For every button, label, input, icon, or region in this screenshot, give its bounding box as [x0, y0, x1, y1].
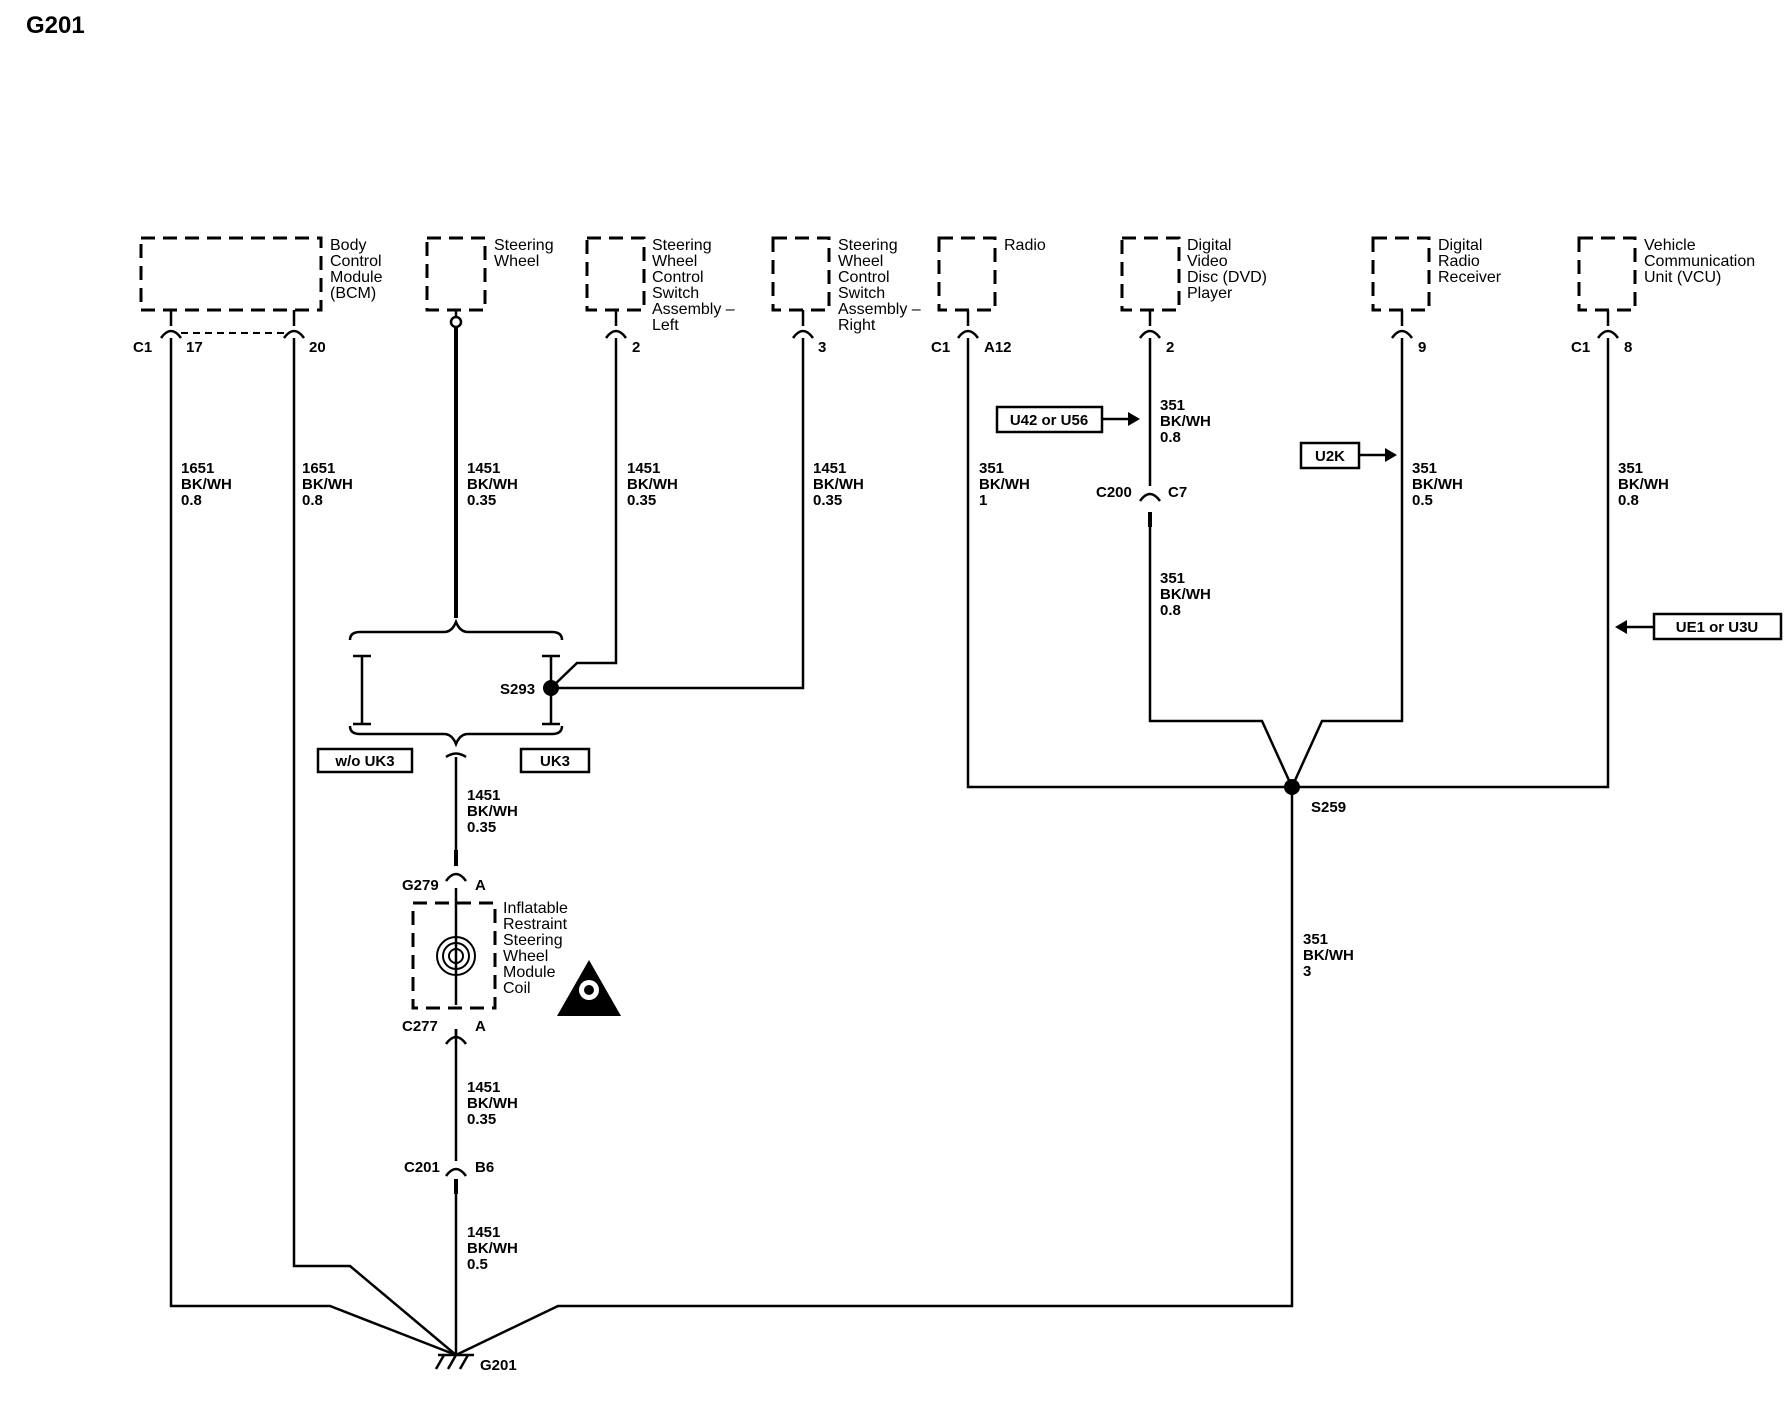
- c201-label: C201: [404, 1159, 440, 1176]
- s293-splice: [543, 680, 559, 696]
- coil-spiral-icon: [436, 936, 476, 976]
- g279-label: G279: [402, 877, 439, 894]
- coil-box: [411, 901, 497, 1010]
- drr-label: Digital Radio Receiver: [1438, 237, 1502, 286]
- swc-right-pin: 3: [818, 339, 826, 356]
- wire-label-swc-left: 1451 BK/WH 0.35: [627, 460, 682, 509]
- wire-label-bcm20: 1651 BK/WH 0.8: [302, 460, 357, 509]
- bcm-c1-label: C1: [133, 339, 152, 356]
- uk3-option-box: [519, 747, 591, 774]
- radio-label: Radio: [1004, 237, 1046, 254]
- ue1-option-label: UE1 or U3U: [1676, 619, 1759, 636]
- u2k-option-label: U2K: [1315, 448, 1345, 465]
- vcu-label: Vehicle Communication Unit (VCU): [1644, 237, 1760, 286]
- pin-connectors: [159, 310, 1620, 339]
- u42-option-label: U42 or U56: [1010, 412, 1088, 429]
- dvd-box: [1120, 236, 1181, 312]
- swc-right-box: [771, 236, 831, 312]
- dvd-pin: 2: [1166, 339, 1174, 356]
- radio-box: [937, 236, 997, 312]
- u2k-arrow-head: [1385, 448, 1397, 462]
- wire-label-coil-out: 1451 BK/WH 0.35: [467, 1079, 522, 1128]
- c277-label: C277: [402, 1018, 438, 1035]
- wire-label-bcm17: 1651 BK/WH 0.8: [181, 460, 236, 509]
- ground-label: G201: [480, 1357, 517, 1374]
- coil-label: Inflatable Restraint Steering Wheel Modu…: [503, 900, 572, 997]
- swc-left-box: [585, 236, 646, 312]
- page-title: G201: [26, 12, 85, 39]
- radio-pin-a12: A12: [984, 339, 1012, 356]
- wire-label-c201-out: 1451 BK/WH 0.5: [467, 1224, 522, 1273]
- s259-label: S259: [1311, 799, 1346, 816]
- wire-label-drr: 351 BK/WH 0.5: [1412, 460, 1467, 509]
- u42-arrow-head: [1128, 412, 1140, 426]
- bcm-box: [139, 236, 323, 312]
- wo-uk3-option-label: w/o UK3: [334, 753, 394, 770]
- vcu-pin-8: 8: [1624, 339, 1632, 356]
- bcm-pin-20: 20: [309, 339, 326, 356]
- wire-label-radio: 351 BK/WH 1: [979, 460, 1034, 509]
- swc-left-label: Steering Wheel Control Switch Assembly –…: [652, 237, 739, 334]
- wire-label-swc-right: 1451 BK/WH 0.35: [813, 460, 868, 509]
- airbag-warning-icon: [557, 960, 621, 1016]
- u2k-option-box: [1299, 441, 1361, 470]
- c200-label: C200: [1096, 484, 1132, 501]
- wire-label-vcu: 351 BK/WH 0.8: [1618, 460, 1673, 509]
- drr-pin: 9: [1418, 339, 1426, 356]
- swc-right-label: Steering Wheel Control Switch Assembly –…: [838, 237, 925, 334]
- g279-pin: A: [475, 877, 486, 894]
- wire-label-s259-out: 351 BK/WH 3: [1303, 931, 1358, 980]
- wire-label-dvd-top: 351 BK/WH 0.8: [1160, 397, 1215, 446]
- wires: [169, 327, 1610, 1357]
- c277-pin: A: [475, 1018, 486, 1035]
- wo-uk3-option-box: [316, 747, 414, 774]
- c7-label: C7: [1168, 484, 1187, 501]
- s293-label: S293: [500, 681, 535, 698]
- drr-box: [1371, 236, 1431, 312]
- swc-left-pin: 2: [632, 339, 640, 356]
- vcu-c1-label: C1: [1571, 339, 1590, 356]
- inline-connectors: [444, 492, 1162, 1177]
- s259-splice: [1284, 779, 1300, 795]
- radio-c1-label: C1: [931, 339, 950, 356]
- ground-icon: [434, 1353, 474, 1370]
- steering-wheel-terminal: [449, 315, 463, 329]
- c201-pin: B6: [475, 1159, 494, 1176]
- steering-wheel-box: [425, 236, 487, 312]
- bcm-label: Body Control Module (BCM): [330, 237, 387, 302]
- dvd-label: Digital Video Disc (DVD) Player: [1187, 237, 1271, 302]
- wire-label-dvd-bottom: 351 BK/WH 0.8: [1160, 570, 1215, 619]
- bcm-pin-17: 17: [186, 339, 203, 356]
- ue1-option-box: [1652, 612, 1783, 641]
- ue1-arrow-head: [1615, 620, 1627, 634]
- steering-wheel-label: Steering Wheel: [494, 237, 558, 270]
- vcu-box: [1577, 236, 1637, 312]
- u42-option-box: [995, 405, 1104, 434]
- wire-label-steering-wheel: 1451 BK/WH 0.35: [467, 460, 522, 509]
- uk3-option-label: UK3: [540, 753, 570, 770]
- wire-label-s293-out: 1451 BK/WH 0.35: [467, 787, 522, 836]
